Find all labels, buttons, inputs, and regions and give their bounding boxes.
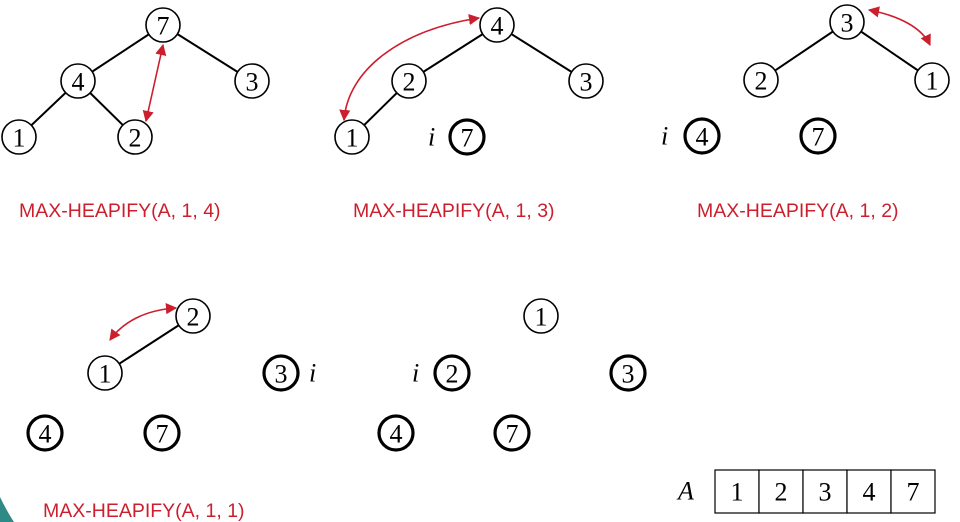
- sorted-node-value: 4: [39, 420, 52, 449]
- heap-node: [234, 63, 270, 99]
- array-cell: [714, 469, 760, 514]
- heap-node: [523, 298, 559, 334]
- heap-node-value: 1: [346, 124, 359, 153]
- sorted-node: [26, 414, 64, 452]
- sorted-node: [799, 117, 837, 155]
- heap-node-value: 1: [535, 303, 548, 332]
- heap-node-value: 1: [99, 360, 112, 389]
- sorted-array: A 1 2 3 4 7: [676, 469, 936, 514]
- array-label: A: [676, 477, 694, 506]
- sorted-node-value: 7: [812, 123, 825, 152]
- sorted-node-value: 7: [461, 124, 474, 153]
- sorted-node: [143, 414, 181, 452]
- panel-1: 7 4 3 1 2 MAX-HEAPIFY(A, 1, 4): [1, 7, 270, 222]
- panel-4: 2 1 3 i 4 7 MAX-HEAPIFY(A, 1, 1): [26, 298, 316, 522]
- sorted-node: [609, 354, 647, 392]
- sorted-node: [377, 414, 415, 452]
- heap-node: [87, 355, 123, 391]
- array-cell-value: 4: [863, 478, 876, 507]
- heap-node-value: 2: [129, 124, 142, 153]
- swap-arrow: [109, 303, 178, 341]
- caption: MAX-HEAPIFY(A, 1, 4): [19, 200, 221, 222]
- sorted-node: [448, 118, 486, 156]
- sorted-node-value: 4: [696, 123, 709, 152]
- heap-node-value: 3: [580, 68, 593, 97]
- heap-node-value: 4: [491, 12, 504, 41]
- index-i-label: i: [428, 123, 435, 152]
- heap-node: [568, 63, 604, 99]
- heap-node: [391, 63, 427, 99]
- heap-node: [117, 119, 153, 155]
- swap-arrow: [142, 43, 167, 123]
- heap-node-value: 3: [841, 9, 854, 38]
- heap-node: [60, 63, 96, 99]
- sorted-node: [493, 414, 531, 452]
- sorted-node-value: 4: [390, 420, 403, 449]
- sorted-node-value: 3: [275, 360, 288, 389]
- panel-2: 4 2 3 1 i 7 MAX-HEAPIFY(A, 1, 3): [334, 7, 604, 222]
- array-cell: [890, 469, 936, 514]
- array-cell-value: 1: [731, 478, 744, 507]
- heap-node-value: 2: [403, 68, 416, 97]
- caption: MAX-HEAPIFY(A, 1, 3): [353, 200, 555, 222]
- heap-node: [334, 119, 370, 155]
- heap-node-value: 1: [13, 124, 26, 153]
- index-i-label: i: [309, 359, 316, 388]
- index-i-label: i: [412, 359, 419, 388]
- heap-node: [175, 298, 211, 334]
- sorted-node: [433, 354, 471, 392]
- heap-node: [829, 4, 865, 40]
- caption: MAX-HEAPIFY(A, 1, 2): [697, 200, 899, 222]
- swap-arrow: [867, 6, 931, 47]
- sorted-node-value: 7: [506, 420, 519, 449]
- heap-node: [1, 119, 37, 155]
- sorted-node: [262, 354, 300, 392]
- heap-node: [145, 7, 181, 43]
- heap-node-value: 7: [157, 12, 170, 41]
- heap-node-value: 3: [246, 68, 259, 97]
- corner-decoration: [0, 497, 14, 522]
- panel-5: 1 i 2 3 4 7: [377, 298, 647, 452]
- array-cell-value: 3: [819, 478, 832, 507]
- sorted-node-value: 3: [622, 360, 635, 389]
- index-i-label: i: [661, 122, 668, 151]
- heap-node-value: 4: [72, 68, 85, 97]
- heap-node: [479, 7, 515, 43]
- heap-node-value: 2: [187, 303, 200, 332]
- caption: MAX-HEAPIFY(A, 1, 1): [43, 500, 245, 522]
- array-cell: [758, 469, 804, 514]
- heap-node: [743, 62, 779, 98]
- array-cell-value: 2: [775, 478, 788, 507]
- sorted-node-value: 2: [446, 360, 459, 389]
- panel-3: 3 2 1 i 4 7 MAX-HEAPIFY(A, 1, 2): [661, 4, 950, 222]
- heap-node-value: 1: [926, 67, 939, 96]
- array-cell-value: 7: [907, 478, 920, 507]
- sorted-node: [683, 117, 721, 155]
- heap-node: [914, 62, 950, 98]
- heap-node-value: 2: [755, 67, 768, 96]
- array-cell: [846, 469, 892, 514]
- swap-arrow: [339, 13, 481, 122]
- sorted-node-value: 7: [156, 420, 169, 449]
